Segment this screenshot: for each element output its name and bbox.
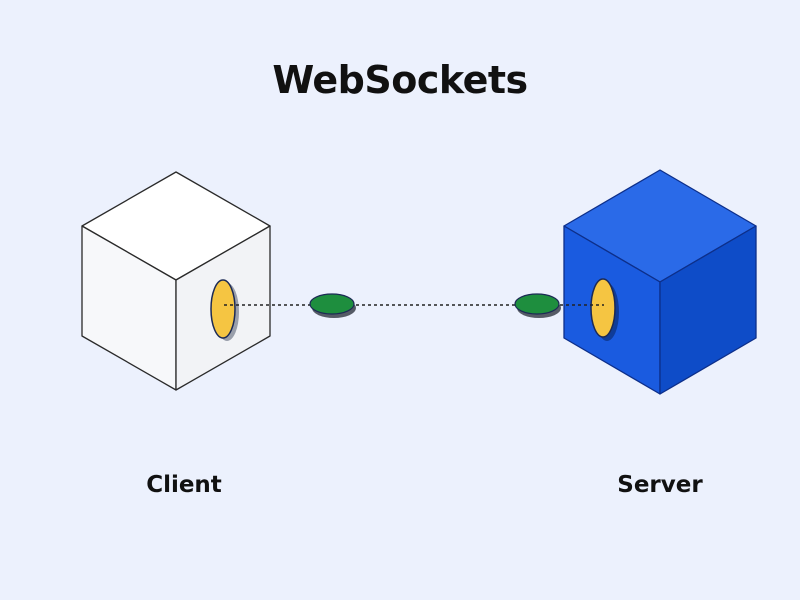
client-label: Client (146, 472, 222, 498)
server-label: Server (617, 472, 703, 498)
server-socket (590, 278, 619, 341)
client-cube (81, 171, 271, 391)
server-cube (563, 169, 757, 395)
client-socket (210, 279, 239, 341)
diagram-title: WebSockets (272, 58, 528, 102)
message-token-left (309, 293, 356, 318)
server-cube-right (659, 225, 757, 395)
message-token-right (514, 293, 561, 318)
